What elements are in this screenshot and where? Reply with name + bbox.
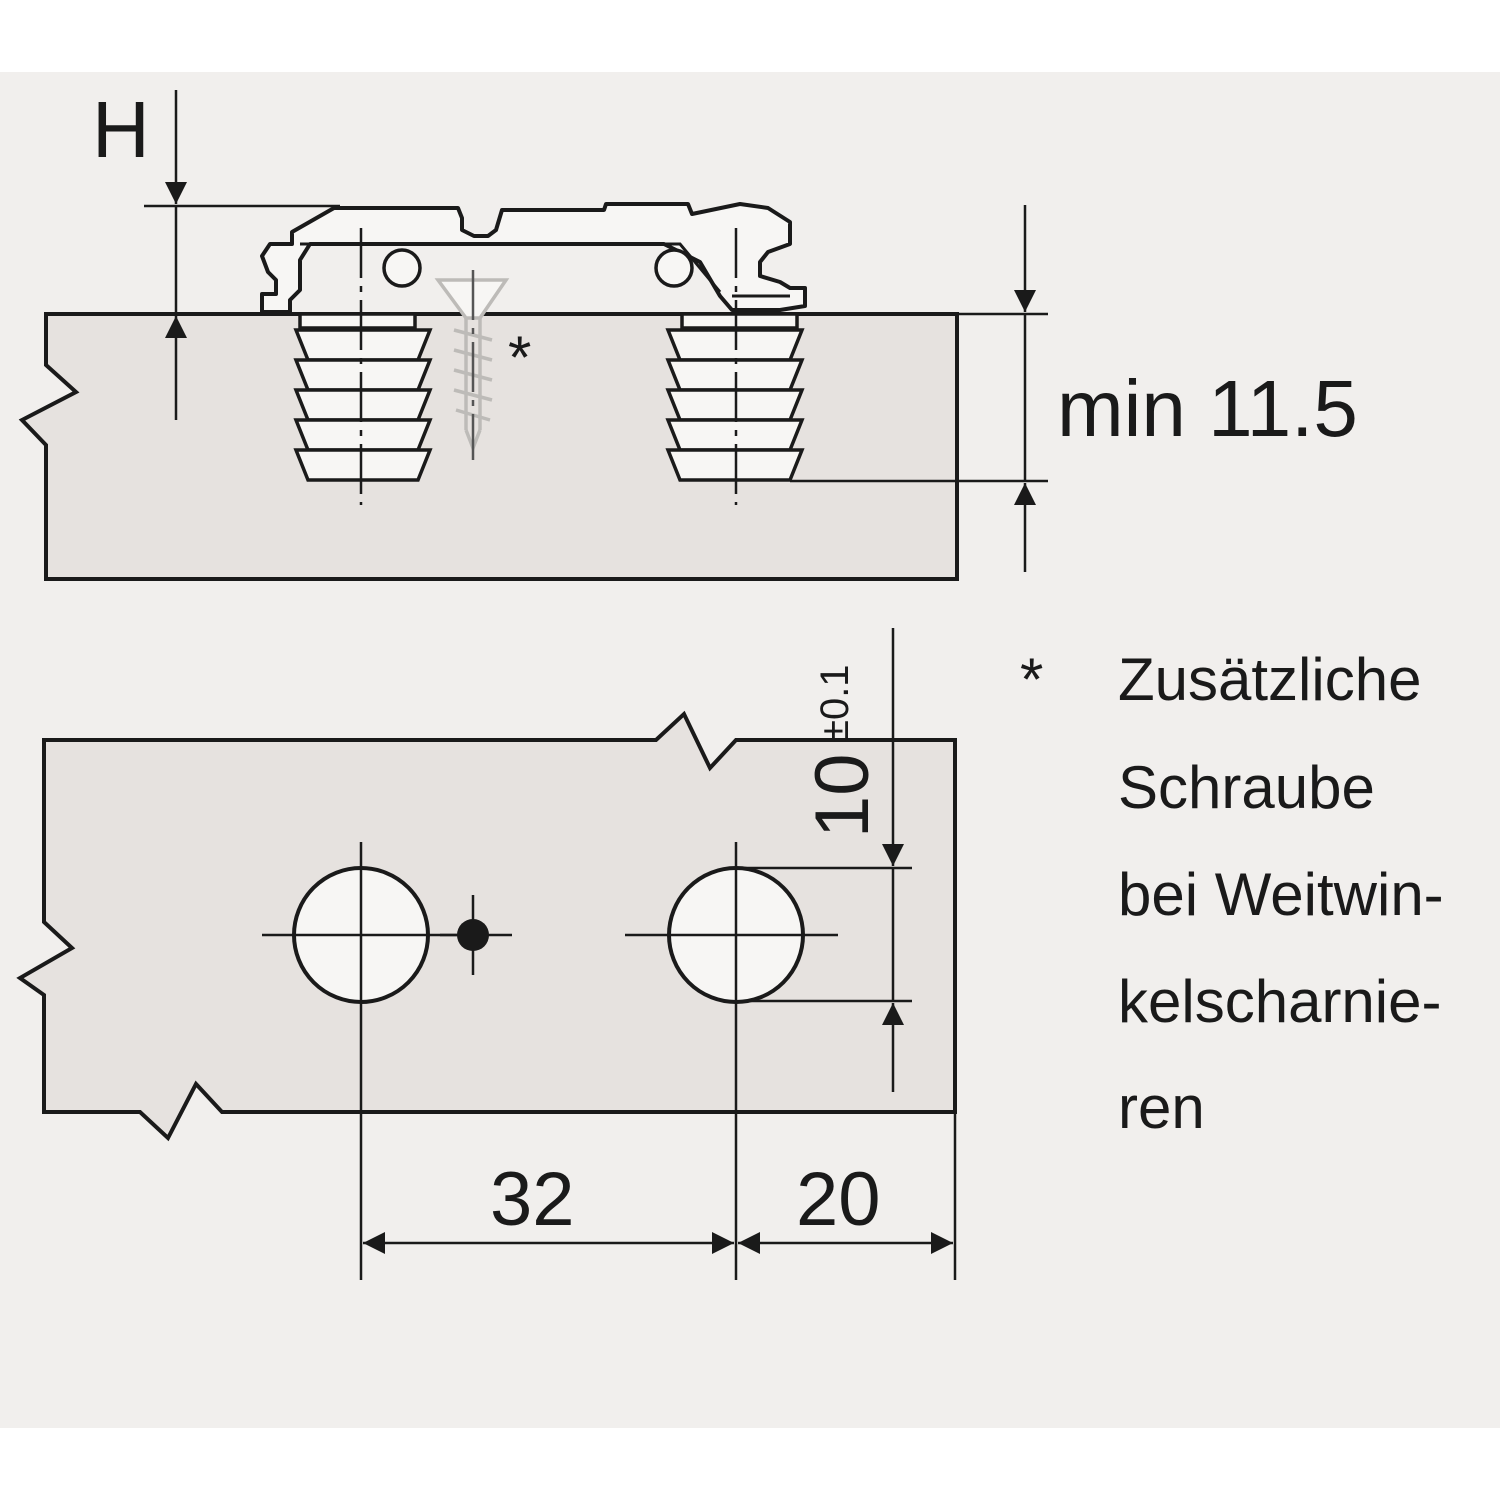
dim-10-value: 10 (800, 753, 885, 838)
min-thickness-label: min 11.5 (1057, 364, 1358, 453)
dim-10-tolerance: ±0.1 (813, 664, 857, 742)
screw-marker: * (508, 324, 531, 391)
footnote-line: ren (1118, 1074, 1205, 1141)
left-dowel (293, 312, 433, 482)
footnote-line: Schraube (1118, 754, 1375, 821)
footnote-line: Zusätzliche (1118, 646, 1421, 713)
edge-offset-lines (736, 866, 912, 1003)
dim-32-label: 32 (490, 1157, 575, 1242)
footnote-marker: * (1020, 646, 1043, 713)
footnote-line: kelscharnie- (1118, 968, 1441, 1035)
height-label: H (92, 85, 150, 174)
board-side-section (18, 312, 959, 581)
side-centerlines (359, 228, 738, 505)
side-view (18, 90, 1048, 581)
mounting-plate (260, 202, 807, 314)
vertical-dimension-label: 10 ±0.1 (800, 664, 885, 838)
height-dimension (144, 90, 340, 420)
top-view (16, 628, 957, 1280)
min-thickness-dimension (790, 205, 1048, 572)
top-centerlines (262, 842, 957, 1280)
footnote-line: bei Weitwin- (1118, 861, 1444, 928)
footnote-text: Zusätzliche Schraube bei Weitwin- kelsch… (1118, 646, 1444, 1141)
board-top-view (16, 710, 957, 1142)
dim-20-label: 20 (796, 1157, 881, 1242)
